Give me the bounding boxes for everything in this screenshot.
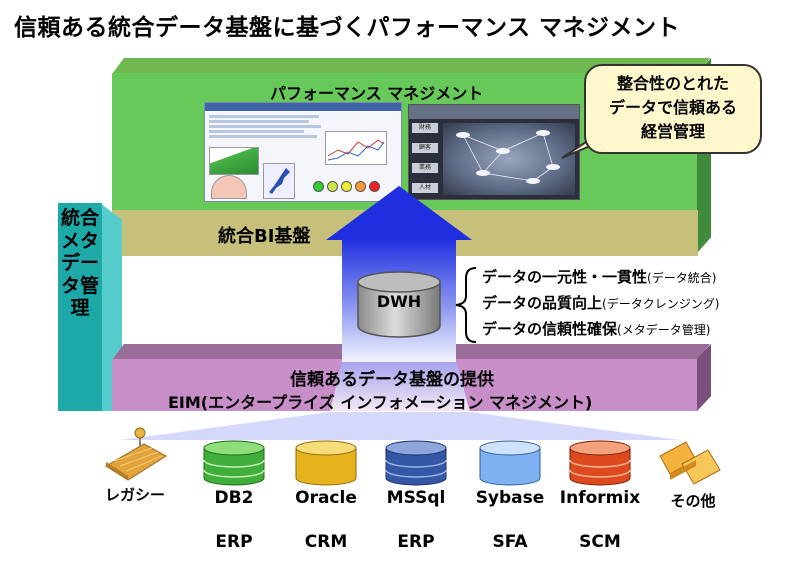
- brace-icon: [455, 267, 477, 343]
- eim-line-2: EIM(エンタープライズ インフォメーション マネジメント): [168, 393, 593, 412]
- legacy-system-icon: [105, 427, 167, 481]
- line-chart-thumbnail: [325, 131, 387, 165]
- dashboard-screenshot: [204, 102, 402, 202]
- status-light-icon: [355, 181, 366, 192]
- strategy-map-label: 人材: [412, 183, 438, 193]
- strategy-map-screenshot: 財務 顧客 業務 人材: [408, 104, 580, 200]
- gauge-thumbnail: [211, 175, 247, 199]
- source-label-informix: Informix: [559, 488, 641, 508]
- db2-database-icon: [203, 440, 265, 486]
- system-label-sfa: SFA: [492, 532, 528, 552]
- strategy-map-label: 顧客: [412, 143, 438, 153]
- performance-box-top: [112, 58, 710, 74]
- page-title: 信頼ある統合データ基盤に基づくパフォーマンス マネジメント: [14, 15, 681, 41]
- dwh-database-icon: [357, 271, 441, 338]
- metadata-management-label: 統合メタデータ管理: [60, 207, 99, 319]
- network-graph-thumbnail: [443, 123, 575, 195]
- system-label-crm: CRM: [304, 532, 348, 552]
- sybase-database-icon: [479, 440, 541, 486]
- system-label-scm: SCM: [579, 532, 621, 552]
- oracle-database-icon: [295, 440, 357, 486]
- data-quality-item: データの信頼性確保(メタデータ管理): [482, 320, 711, 338]
- callout-line: データで信頼ある: [608, 98, 737, 117]
- strategy-map-label: 財務: [412, 123, 438, 133]
- status-light-icon: [313, 181, 324, 192]
- source-label-sybase: Sybase: [475, 488, 545, 508]
- eim-box-side: [697, 344, 711, 411]
- eim-line-1: 信頼あるデータ基盤の提供: [290, 370, 494, 390]
- area-chart-thumbnail: [209, 147, 259, 175]
- performance-label: パフォーマンス マネジメント: [270, 84, 484, 103]
- data-quality-item: データの一元性・一貫性(データ統合): [482, 268, 717, 286]
- japan-map-thumbnail: [263, 163, 295, 199]
- source-label-db2: DB2: [214, 488, 254, 508]
- system-label-erp: ERP: [215, 532, 253, 552]
- status-light-icon: [341, 181, 352, 192]
- status-light-icon: [327, 181, 338, 192]
- strategy-map-label: 業務: [412, 163, 438, 173]
- other-systems-icon: [659, 441, 721, 485]
- bi-platform-label: 統合BI基盤: [218, 226, 311, 247]
- callout-line: 整合性のとれた: [616, 74, 729, 93]
- source-label-mssql: MSSql: [386, 488, 446, 508]
- status-light-icon: [369, 181, 380, 192]
- management-callout: 整合性のとれた データで信頼ある 経営管理: [584, 64, 762, 154]
- eim-box-top: [112, 344, 710, 360]
- data-quality-item: データの品質向上(データクレンジング): [482, 294, 720, 312]
- metadata-management-bar: [58, 203, 102, 411]
- informix-database-icon: [569, 440, 631, 486]
- system-label-erp: ERP: [397, 532, 435, 552]
- dwh-label: DWH: [376, 292, 422, 311]
- source-label-other: その他: [670, 492, 716, 510]
- source-label-oracle: Oracle: [295, 488, 357, 508]
- bi-platform-band: [112, 210, 698, 256]
- callout-line: 経営管理: [640, 122, 705, 141]
- source-label-legacy: レガシー: [104, 486, 165, 504]
- mssql-database-icon: [385, 440, 447, 486]
